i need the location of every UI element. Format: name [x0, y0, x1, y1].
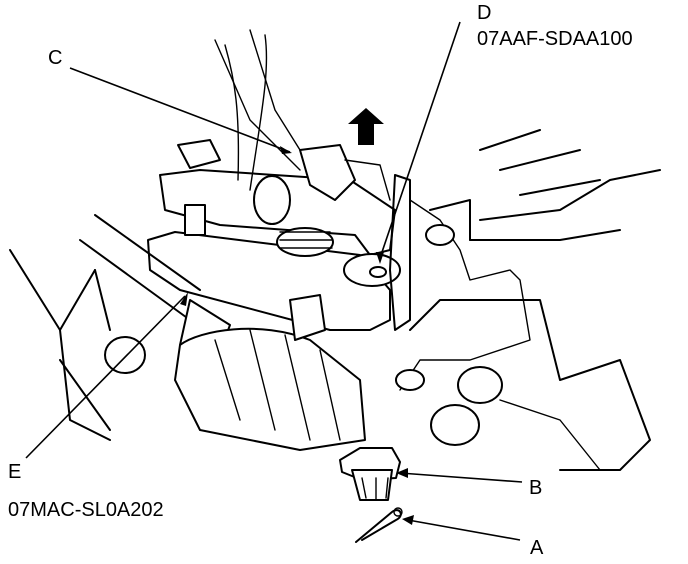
wire-bracket	[389, 174, 531, 391]
castle-nut	[339, 447, 401, 501]
knuckle-housing	[9, 129, 661, 471]
up-arrow-icon	[348, 108, 384, 145]
cotter-pin	[355, 507, 403, 543]
drive-shaft-boot	[79, 214, 503, 451]
tool-number-e: 07MAC-SL0A202	[8, 499, 164, 521]
label-a: A	[530, 537, 544, 559]
leader-lines	[25, 21, 523, 541]
label-b: B	[529, 477, 543, 499]
spring-clip	[253, 175, 291, 225]
label-e: E	[8, 461, 22, 483]
label-c: C	[48, 47, 63, 69]
tool-number-d: 07AAF-SDAA100	[477, 28, 633, 50]
chain-cable	[214, 29, 391, 201]
label-d: D	[477, 2, 492, 24]
